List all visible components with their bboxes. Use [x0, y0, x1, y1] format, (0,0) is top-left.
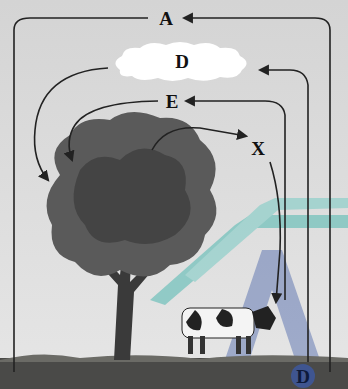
flow-arrows: [14, 18, 330, 372]
cow: [182, 306, 276, 354]
grass: [0, 354, 348, 362]
tree-canopy: [47, 112, 217, 276]
letter-label: A: [159, 9, 173, 28]
ground: [0, 358, 348, 389]
arrow-line: [152, 128, 246, 150]
tree-shade: [74, 149, 191, 244]
arrow-line: [35, 68, 108, 180]
letter-label: X: [251, 139, 265, 158]
letter-label: E: [166, 92, 179, 111]
arrow-line: [270, 162, 280, 302]
arrow-line: [69, 101, 158, 160]
node-letter: D: [175, 52, 189, 71]
watermark-circle: [291, 364, 315, 388]
letter-label: D: [296, 367, 310, 386]
arrow-line: [186, 101, 285, 300]
cloud-shape: D: [110, 40, 250, 82]
